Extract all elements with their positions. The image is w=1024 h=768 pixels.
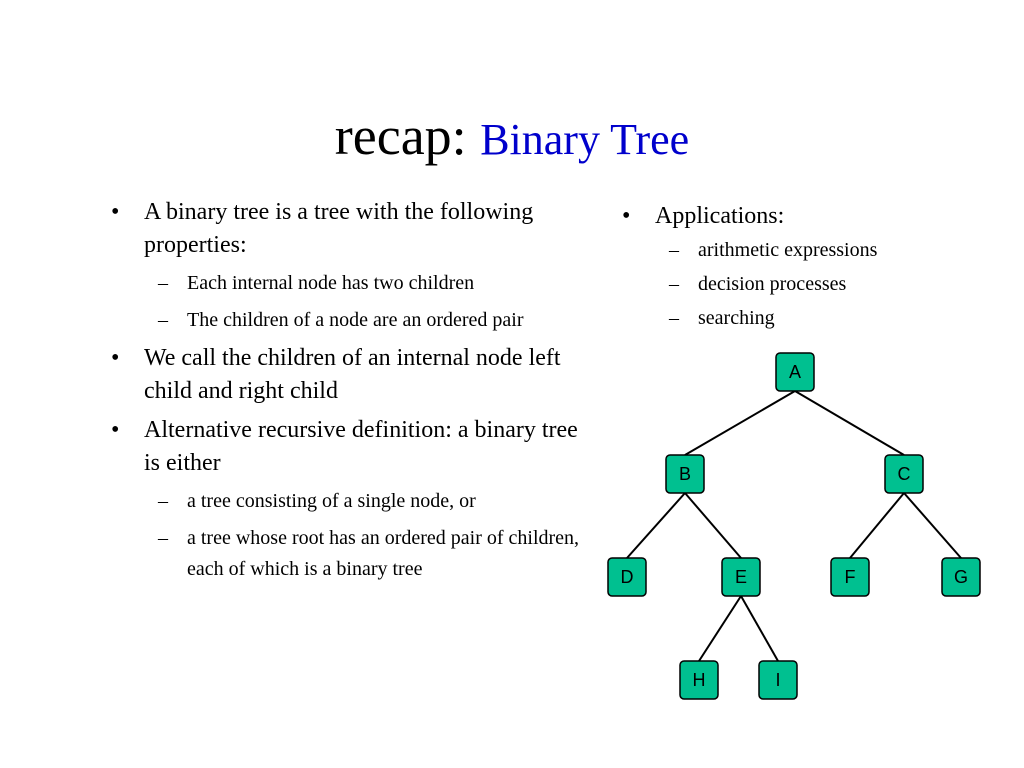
tree-node-box-B bbox=[665, 454, 705, 494]
dash-marker: – bbox=[669, 273, 679, 295]
tree-node-box-D bbox=[607, 557, 647, 597]
edge-E-H bbox=[698, 595, 742, 662]
edge-C-F bbox=[849, 492, 905, 559]
edge-E-I bbox=[740, 595, 779, 662]
application-item-1-text: arithmetic expressions bbox=[698, 239, 878, 261]
tree-node-box-F bbox=[830, 557, 870, 597]
application-item-2: – decision processes bbox=[614, 269, 1004, 300]
sub-bullet-3-1: – a tree consisting of a single node, or bbox=[103, 486, 583, 517]
tree-node-box-C bbox=[884, 454, 924, 494]
tree-node-box-G bbox=[941, 557, 981, 597]
edge-C-G bbox=[903, 492, 962, 559]
edge-B-D bbox=[626, 492, 686, 559]
sub-bullet-3-2-text: a tree whose root has an ordered pair of… bbox=[187, 527, 580, 580]
dash-marker: – bbox=[158, 272, 168, 294]
slide-title: recap: Binary Tree bbox=[0, 104, 1024, 172]
tree-node-label-H: H bbox=[693, 670, 706, 690]
right-column: • Applications: – arithmetic expressions… bbox=[614, 200, 1004, 337]
tree-node-H: H bbox=[679, 660, 719, 700]
dash-marker: – bbox=[669, 307, 679, 329]
tree-node-box-E bbox=[721, 557, 761, 597]
tree-node-I: I bbox=[758, 660, 798, 700]
tree-node-F: F bbox=[830, 557, 870, 597]
tree-node-label-E: E bbox=[735, 567, 747, 587]
dash-marker: – bbox=[158, 527, 168, 549]
applications-heading: Applications: bbox=[655, 203, 785, 229]
tree-node-label-G: G bbox=[954, 567, 968, 587]
dash-marker: – bbox=[669, 239, 679, 261]
application-item-1: – arithmetic expressions bbox=[614, 235, 1004, 266]
tree-node-box-H bbox=[679, 660, 719, 700]
application-item-2-text: decision processes bbox=[698, 273, 847, 295]
tree-node-E: E bbox=[721, 557, 761, 597]
bullet-2: • We call the children of an internal no… bbox=[103, 342, 583, 408]
applications-bullet: • Applications: bbox=[614, 200, 1004, 233]
dash-marker: – bbox=[158, 490, 168, 512]
tree-node-box-I bbox=[758, 660, 798, 700]
tree-node-B: B bbox=[665, 454, 705, 494]
edge-A-C bbox=[794, 390, 905, 456]
tree-node-label-C: C bbox=[898, 464, 911, 484]
sub-bullet-1-2-text: The children of a node are an ordered pa… bbox=[187, 309, 524, 331]
tree-node-label-B: B bbox=[679, 464, 691, 484]
title-highlight: Binary Tree bbox=[480, 115, 690, 164]
bullet-1-text: A binary tree is a tree with the followi… bbox=[144, 199, 534, 258]
bullet-3: • Alternative recursive definition: a bi… bbox=[103, 414, 583, 480]
bullet-marker: • bbox=[111, 199, 120, 225]
tree-node-label-A: A bbox=[789, 362, 801, 382]
bullet-1: • A binary tree is a tree with the follo… bbox=[103, 196, 583, 262]
edge-B-E bbox=[684, 492, 742, 559]
application-item-3: – searching bbox=[614, 303, 1004, 334]
sub-bullet-1-1: – Each internal node has two children bbox=[103, 268, 583, 299]
tree-node-A: A bbox=[775, 352, 815, 392]
bullet-3-text: Alternative recursive definition: a bina… bbox=[144, 417, 578, 476]
title-prefix: recap: bbox=[334, 106, 467, 166]
tree-node-C: C bbox=[884, 454, 924, 494]
tree-node-box-A bbox=[775, 352, 815, 392]
left-column: • A binary tree is a tree with the follo… bbox=[103, 196, 583, 591]
application-item-3-text: searching bbox=[698, 307, 775, 329]
sub-bullet-3-2: – a tree whose root has an ordered pair … bbox=[103, 523, 583, 585]
tree-node-label-F: F bbox=[845, 567, 856, 587]
sub-bullet-1-1-text: Each internal node has two children bbox=[187, 272, 475, 294]
tree-node-label-D: D bbox=[621, 567, 634, 587]
sub-bullet-1-2: – The children of a node are an ordered … bbox=[103, 305, 583, 336]
bullet-marker: • bbox=[111, 345, 120, 371]
bullet-2-text: We call the children of an internal node… bbox=[144, 345, 561, 404]
tree-node-D: D bbox=[607, 557, 647, 597]
tree-node-label-I: I bbox=[775, 670, 780, 690]
bullet-marker: • bbox=[622, 203, 631, 229]
sub-bullet-3-1-text: a tree consisting of a single node, or bbox=[187, 490, 476, 512]
edge-A-B bbox=[684, 390, 796, 456]
bullet-marker: • bbox=[111, 417, 120, 443]
dash-marker: – bbox=[158, 309, 168, 331]
tree-node-G: G bbox=[941, 557, 981, 597]
